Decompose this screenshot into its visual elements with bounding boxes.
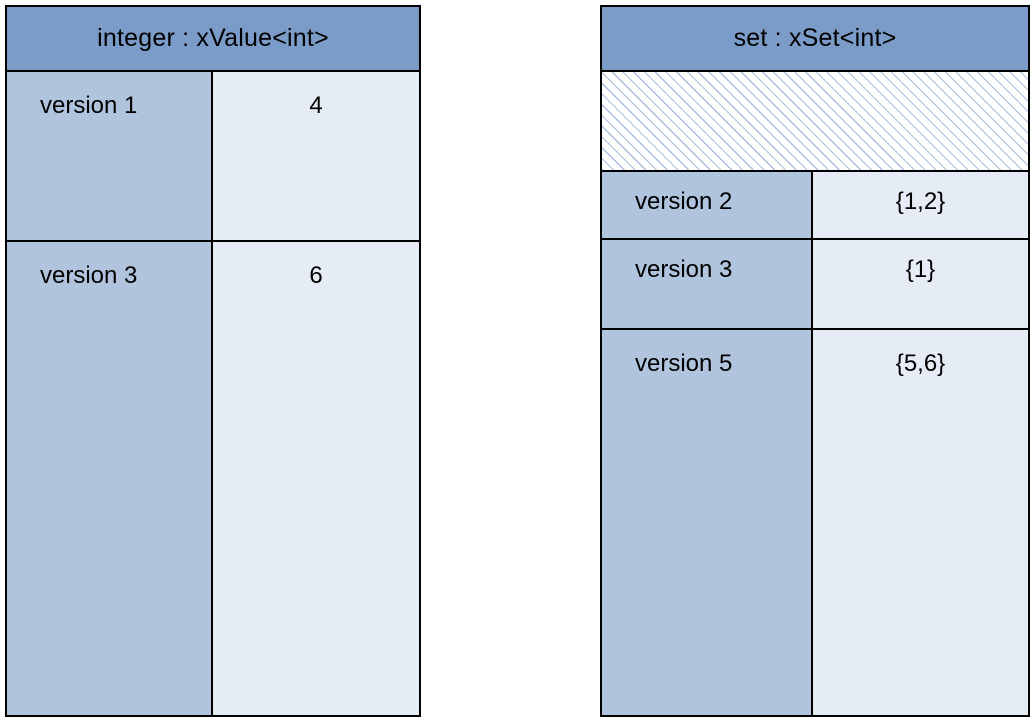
table-row: version 2 {1,2} xyxy=(602,172,1028,240)
table-row: version 1 4 xyxy=(7,72,419,242)
row-value-version-2: {1,2} xyxy=(813,172,1028,238)
row-value-version-3: 6 xyxy=(213,242,419,715)
row-value-version-3: {1} xyxy=(813,240,1028,328)
table-row: version 5 {5,6} xyxy=(602,330,1028,715)
table-integer-rows: version 1 4 version 3 6 xyxy=(7,72,419,715)
table-set-xset: set : xSet<int> version 2 {1,2} version … xyxy=(600,5,1030,717)
row-label-version-3: version 3 xyxy=(7,242,213,715)
table-row: version 3 6 xyxy=(7,242,419,715)
table-set-header: set : xSet<int> xyxy=(602,7,1028,72)
table-integer-header: integer : xValue<int> xyxy=(7,7,419,72)
table-set-rows: version 2 {1,2} version 3 {1} version 5 … xyxy=(602,172,1028,715)
row-label-version-2: version 2 xyxy=(602,172,813,238)
hatched-placeholder-band xyxy=(602,72,1028,172)
row-label-version-3: version 3 xyxy=(602,240,813,328)
row-label-version-1: version 1 xyxy=(7,72,213,240)
row-label-version-5: version 5 xyxy=(602,330,813,715)
row-value-version-5: {5,6} xyxy=(813,330,1028,715)
table-row: version 3 {1} xyxy=(602,240,1028,330)
table-integer-xvalue: integer : xValue<int> version 1 4 versio… xyxy=(5,5,421,717)
row-value-version-1: 4 xyxy=(213,72,419,240)
